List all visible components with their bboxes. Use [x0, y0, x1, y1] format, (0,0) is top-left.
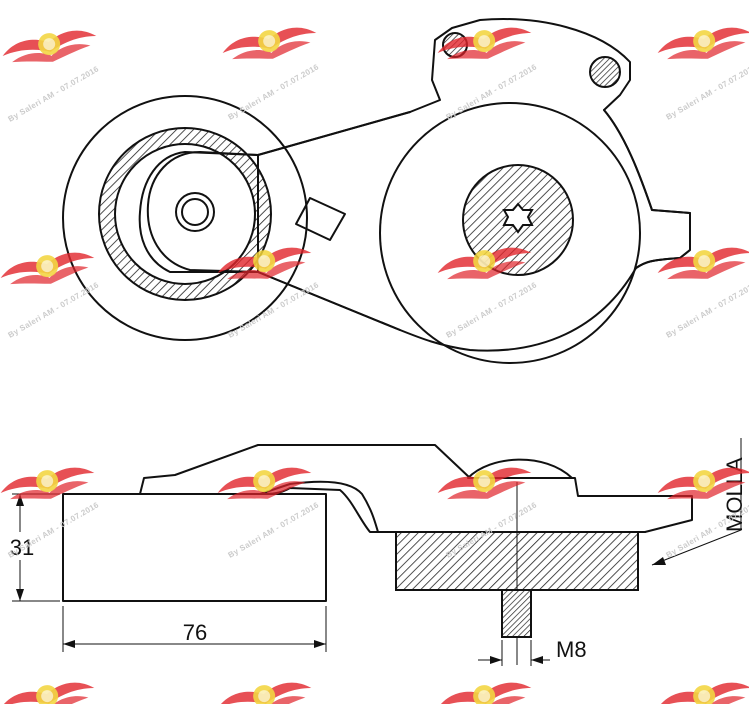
width-label: 76: [183, 620, 207, 645]
watermark-logo: [654, 20, 749, 69]
watermark-logo: [214, 675, 315, 704]
height-label: 31: [10, 535, 34, 560]
side-dome: [467, 458, 573, 479]
watermark-text: By Saleri AM - 07.07.2016: [665, 280, 749, 340]
watermark-text: By Saleri AM - 07.07.2016: [665, 62, 749, 122]
watermark-text: By Saleri AM - 07.07.2016: [7, 280, 101, 340]
thread-label: M8: [556, 637, 587, 662]
watermark-logo: [214, 460, 315, 509]
side-view: [62, 444, 693, 665]
watermark-logo: [434, 675, 535, 704]
left-pulley-outer: [62, 95, 308, 341]
torx-socket: [502, 202, 534, 234]
watermark-text: By Saleri AM - 07.07.2016: [7, 64, 101, 124]
watermark-logo: [0, 23, 100, 72]
dimension-thread: M8: [478, 637, 587, 666]
watermark-logo: [0, 675, 98, 704]
arm-window: [295, 197, 346, 241]
watermark-logo: [654, 240, 749, 289]
top-view: [62, 18, 691, 364]
watermark-text: By Saleri AM - 07.07.2016: [227, 280, 321, 340]
watermark-logo: [219, 20, 320, 69]
side-pulley-body: [62, 493, 327, 602]
tensioner-arm: [138, 18, 691, 352]
mount-hole-right: [589, 56, 621, 88]
left-bolt: [175, 192, 215, 232]
watermark-logo: [0, 460, 98, 509]
dimension-width: 76: [62, 606, 327, 652]
threaded-stud: [501, 589, 532, 638]
watermark-logo: [654, 675, 749, 704]
watermark-text: By Saleri AM - 07.07.2016: [445, 280, 539, 340]
watermark-text: By Saleri AM - 07.07.2016: [227, 62, 321, 122]
watermark-text: By Saleri AM - 07.07.2016: [227, 500, 321, 560]
spring-annotation: MOLLA: [651, 438, 747, 566]
watermark-text: By Saleri AM - 07.07.2016: [7, 500, 101, 560]
right-pulley: [379, 102, 641, 364]
watermark-logo: [434, 20, 535, 69]
watermark-text: By Saleri AM - 07.07.2016: [445, 62, 539, 122]
